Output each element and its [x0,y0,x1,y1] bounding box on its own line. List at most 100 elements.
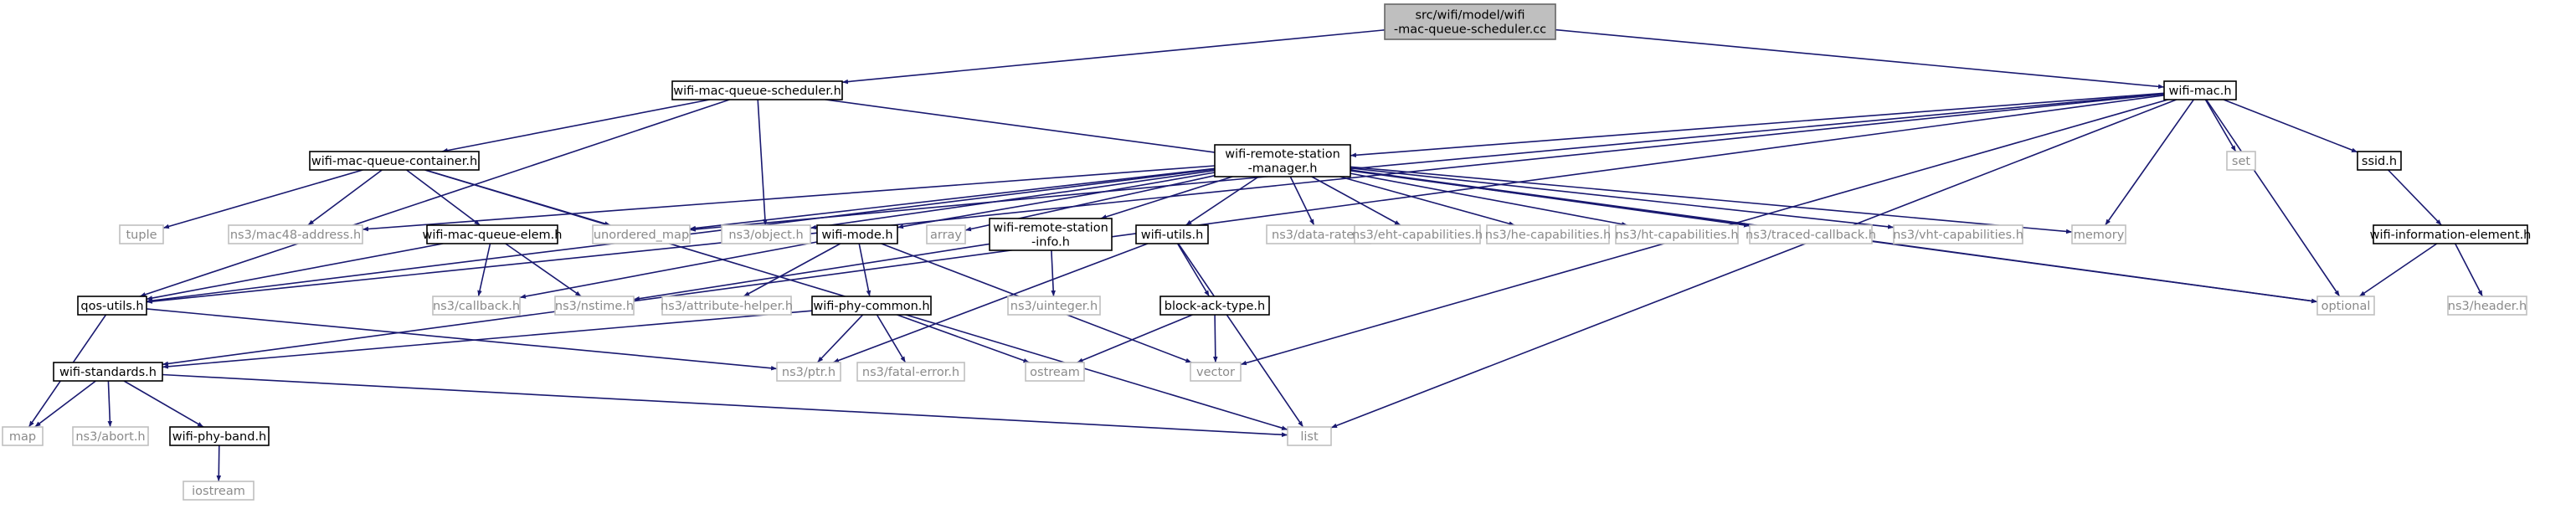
edge-mac-to-list [1330,99,2177,429]
edge-root-to-mac [1555,28,2165,90]
edge-rsm-to-mac48 [362,165,1216,232]
edge-qos-to-ptr [146,308,778,371]
node-attr: ns3/attribute-helper.h [661,296,793,316]
node-he: ns3/he-capabilities.h [1485,224,1611,244]
edge-mqs-to-qos [139,99,730,297]
node-label-ostream: ostream [1030,366,1080,379]
node-label-root: src/wifi/model/wifi [1415,9,1525,23]
node-label-eht: ns3/eht-capabilities.h [1352,229,1483,242]
node-box-list [1287,426,1332,446]
node-mac[interactable]: wifi-mac.h [2163,80,2237,100]
node-label-he: ns3/he-capabilities.h [1485,229,1611,242]
node-memory: memory [2071,224,2126,244]
node-label-band: wifi-phy-band.h [172,430,267,444]
node-label-memory: memory [2074,229,2125,242]
edge-rsi-to-uinteger [1051,249,1056,297]
node-nstime: ns3/nstime.h [554,296,635,316]
edge-rsm-to-memory [1350,166,2073,234]
node-header: ns3/header.h [2447,296,2527,316]
node-label-rsi: wifi-remote-station [993,222,1108,235]
node-box-umap [592,224,691,244]
node-label-umap: unordered_map [594,229,689,242]
node-ptr: ns3/ptr.h [776,362,841,382]
node-label-ssid: ssid.h [2362,155,2397,168]
edge-rsi-to-nstime [633,243,990,301]
node-wie[interactable]: wifi-information-element.h [2370,224,2532,244]
node-label-root: -mac-queue-scheduler.cc [1394,23,1546,37]
node-box-band [169,426,270,446]
node-box-bat [1159,296,1270,316]
node-rsi[interactable]: wifi-remote-station-info.h [989,218,1113,251]
edge-rsm-to-mode [897,172,1216,229]
edge-mac-to-set [2204,99,2237,152]
node-box-utils [1135,224,1209,244]
edge-phyc-to-ptr [816,314,864,363]
node-label-fatal: ns3/fatal-error.h [862,366,959,379]
node-mqs[interactable]: wifi-mac-queue-scheduler.h [671,80,843,100]
node-box-callback [432,296,521,316]
node-list: list [1287,426,1332,446]
node-qos[interactable]: qos-utils.h [77,296,147,316]
edge-mqe-to-nstime [505,243,582,297]
node-label-ht: ns3/ht-capabilities.h [1615,229,1738,242]
edge-bat-to-vector [1213,314,1218,363]
node-box-rsm [1214,144,1351,177]
node-ssid[interactable]: ssid.h [2357,151,2402,171]
node-mqc[interactable]: wifi-mac-queue-container.h [309,151,480,171]
edge-rsm-to-object [810,169,1216,230]
node-box-header [2447,296,2527,316]
edge-mode-to-attr [743,243,841,297]
edge-phyc-to-ostream [897,314,1030,363]
edge-utils-to-bat [1176,243,1211,297]
node-box-object [721,224,811,244]
edge-mac-to-umap [689,93,2165,232]
node-utils[interactable]: wifi-utils.h [1135,224,1209,244]
node-rsm[interactable]: wifi-remote-station-manager.h [1214,144,1351,177]
node-box-phyc [811,296,932,316]
edge-mac-to-rsm [1350,92,2165,158]
edge-mac-to-qos [146,93,2165,304]
node-box-rsi [989,218,1113,251]
node-eht: ns3/eht-capabilities.h [1352,224,1483,244]
edge-mqs-to-mqc [441,99,710,153]
node-bat[interactable]: block-ack-type.h [1159,296,1270,316]
node-label-iostream: iostream [192,485,245,498]
edge-utils-to-list [1177,243,1304,428]
node-array: array [926,224,966,244]
edge-std-to-band [123,380,204,428]
node-label-callback: ns3/callback.h [433,300,520,313]
node-label-vector: vector [1196,366,1235,379]
node-map: map [2,426,44,446]
node-label-wie: wifi-information-element.h [2370,229,2532,242]
node-tuple: tuple [119,224,164,244]
node-box-mac [2163,80,2237,100]
node-mode[interactable]: wifi-mode.h [816,224,898,244]
node-label-array: array [930,229,962,242]
node-box-ssid [2357,151,2402,171]
edge-layer [28,28,2484,482]
edge-root-to-mqs [841,29,1386,85]
node-box-attr [661,296,792,316]
edge-wie-to-optional [2358,243,2438,297]
node-layer: src/wifi/model/wifi-mac-queue-scheduler.… [2,3,2532,501]
node-root[interactable]: src/wifi/model/wifi-mac-queue-scheduler.… [1384,3,1556,40]
node-box-mac48 [228,224,363,244]
node-phyc[interactable]: wifi-phy-common.h [811,296,932,316]
node-std[interactable]: wifi-standards.h [53,362,163,382]
node-mqe[interactable]: wifi-mac-queue-elem.h [423,224,563,244]
node-box-fatal [856,362,965,382]
node-object: ns3/object.h [721,224,811,244]
node-box-nstime [554,296,635,316]
edge-mode-to-phyc [858,243,872,297]
node-label-rsm: wifi-remote-station [1225,148,1340,162]
node-label-bat: block-ack-type.h [1165,300,1265,313]
node-vht: ns3/vht-capabilities.h [1893,224,2023,244]
edge-mqc-to-tuple [162,169,363,229]
node-traced: ns3/traced-callback.h [1746,224,1876,244]
node-label-map: map [9,430,36,444]
node-label-set: set [2232,155,2250,168]
node-label-optional: optional [2321,300,2371,313]
edge-std-to-map [34,380,96,428]
node-band[interactable]: wifi-phy-band.h [169,426,270,446]
node-box-std [53,362,163,382]
